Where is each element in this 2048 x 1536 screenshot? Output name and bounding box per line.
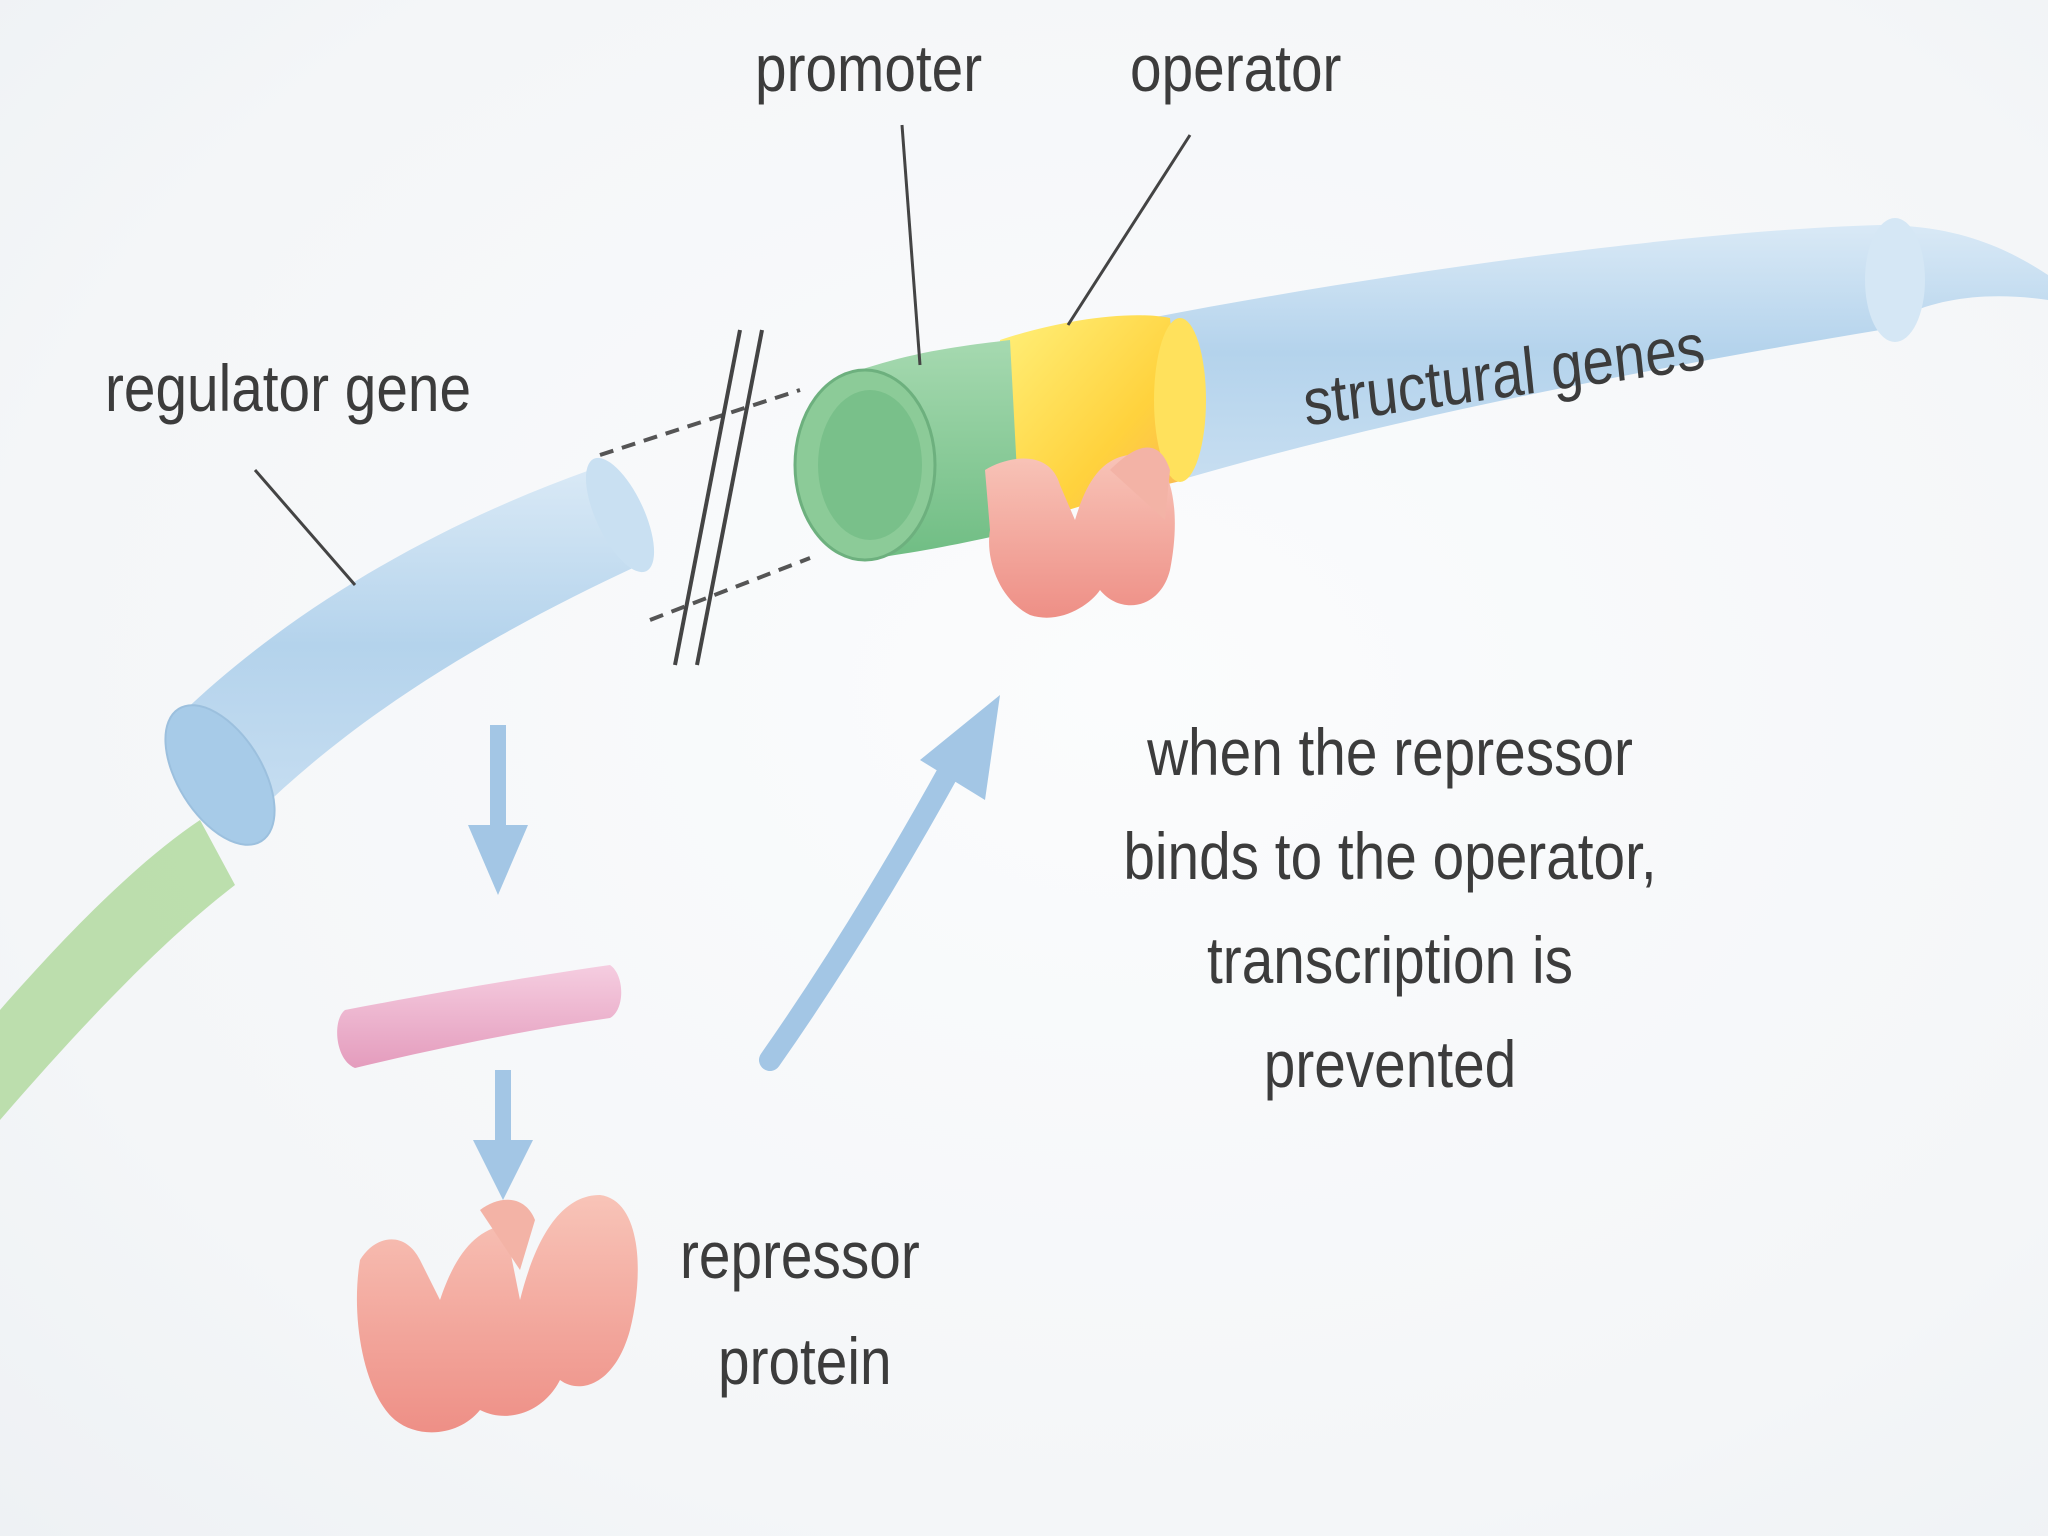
repressor-protein-shape xyxy=(356,1195,638,1433)
arrow-gene-to-mrna xyxy=(468,725,528,895)
dashed-connector xyxy=(599,388,811,622)
label-repressor: repressor xyxy=(680,1218,920,1292)
bound-repressor-protein xyxy=(985,447,1175,618)
caption-block: when the repressor binds to the operator… xyxy=(1070,700,1710,1116)
leader-lines xyxy=(253,124,1192,586)
arrow-mrna-to-repressor xyxy=(473,1070,533,1200)
mrna-strand xyxy=(337,965,622,1068)
dna-strand-left xyxy=(0,820,235,1120)
promoter-segment xyxy=(793,340,1020,562)
label-operator: operator xyxy=(1130,31,1342,105)
structural-genes-tube xyxy=(1150,218,2048,480)
regulator-gene-tube xyxy=(164,457,655,846)
label-protein: protein xyxy=(718,1324,892,1398)
arrow-repressor-to-operator xyxy=(759,695,1000,1071)
caption-line-1: when the repressor xyxy=(1147,715,1633,789)
caption-line-2: binds to the operator, xyxy=(1123,819,1657,893)
caption-line-3: transcription is xyxy=(1207,923,1573,997)
label-promoter: promoter xyxy=(755,31,983,105)
label-regulator-gene: regulator gene xyxy=(105,351,472,425)
caption-line-4: prevented xyxy=(1263,1027,1517,1101)
break-marks xyxy=(673,329,764,666)
